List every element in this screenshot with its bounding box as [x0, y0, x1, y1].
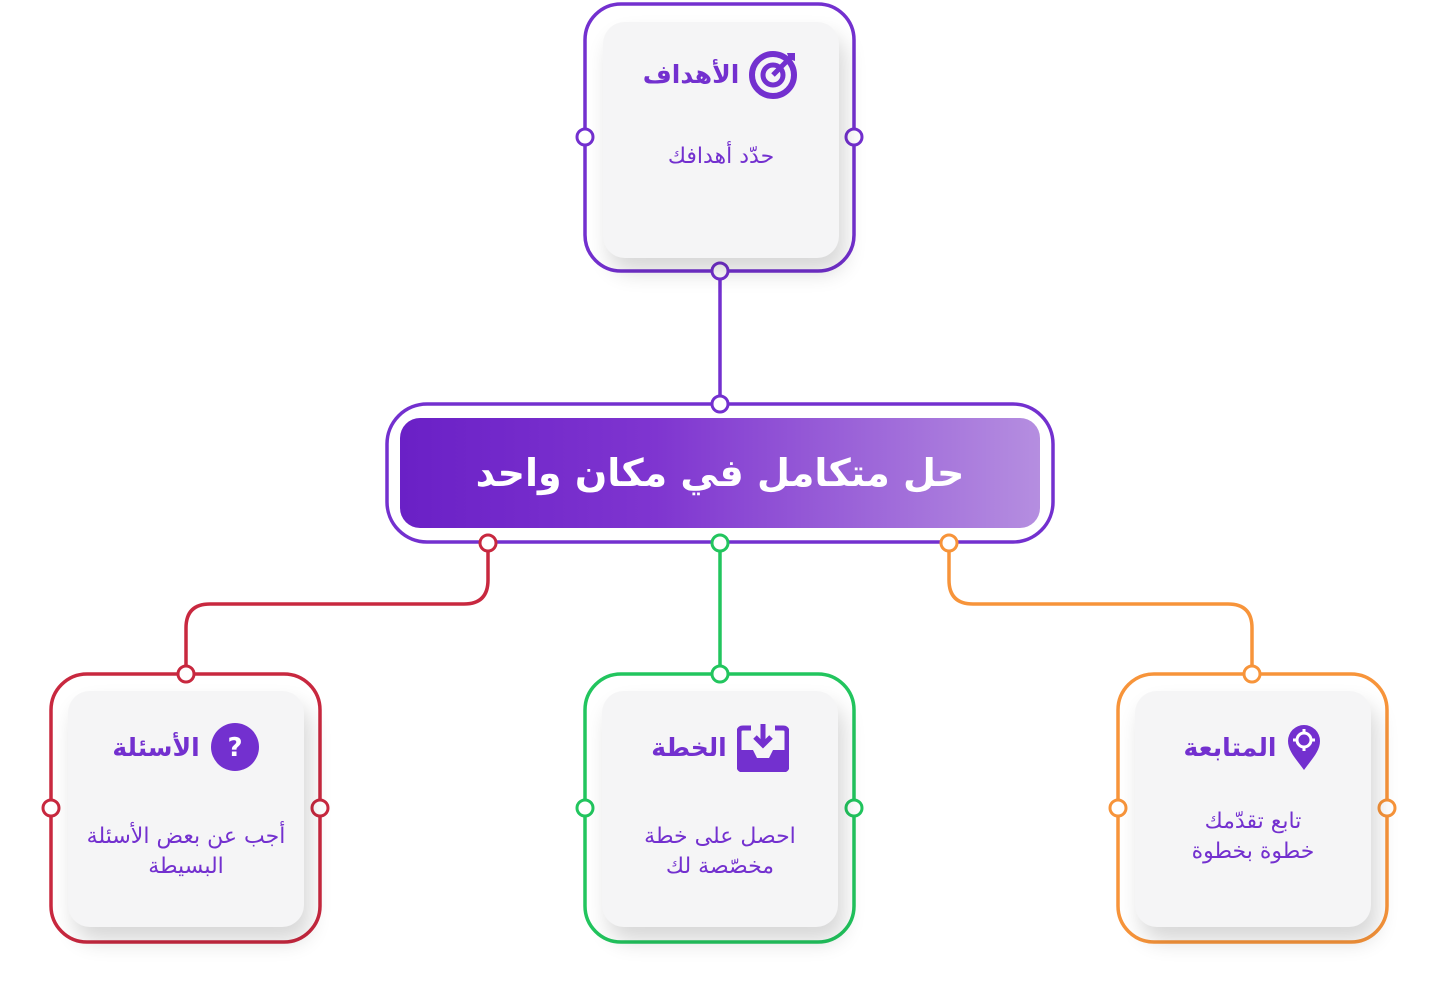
center-title: حل متكامل في مكان واحد	[475, 451, 965, 495]
connector-tracking	[947, 543, 1254, 674]
connector-questions	[184, 543, 490, 674]
plan-card: الخطة احصل على خطة مخصّصة لك	[602, 691, 838, 927]
target-icon	[749, 51, 798, 99]
tracking-description: تابع تقدّمك خطوة بخطوة	[1191, 809, 1315, 864]
plan-description: احصل على خطة مخصّصة لك	[644, 824, 796, 879]
tracking-title: المتابعة	[1183, 732, 1277, 762]
goals-title: الأهداف	[642, 59, 740, 89]
goals-card: الأهداف حدّد أهدافك	[603, 22, 839, 258]
svg-text:?: ?	[227, 733, 242, 763]
goals-description: حدّد أهدافك	[667, 144, 775, 169]
inbox-download-icon	[736, 724, 789, 772]
map-pin-icon	[1288, 725, 1321, 770]
questions-card: ? الأسئلة أجب عن بعض الأسئلة البسيطة	[68, 691, 304, 927]
plan-title: الخطة	[651, 732, 727, 762]
tracking-card: المتابعة تابع تقدّمك خطوة بخطوة	[1135, 691, 1371, 927]
questions-title: الأسئلة	[112, 732, 200, 762]
question-icon: ?	[210, 723, 259, 771]
center-banner: حل متكامل في مكان واحد	[400, 418, 1040, 528]
questions-description: أجب عن بعض الأسئلة البسيطة	[86, 824, 286, 879]
